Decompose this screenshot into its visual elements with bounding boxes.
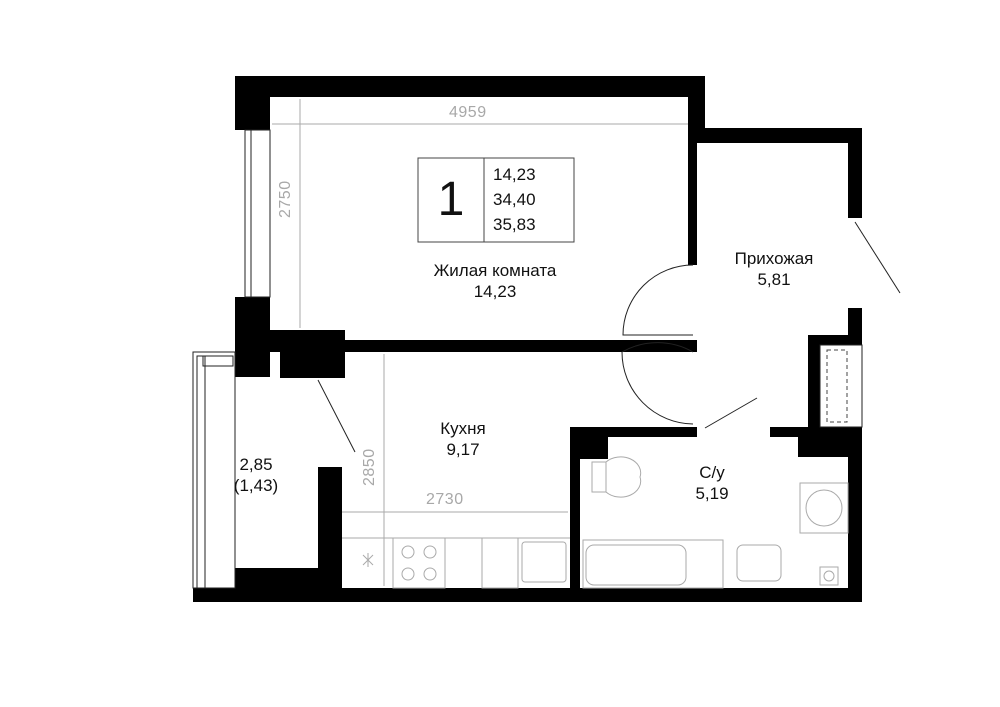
walls — [193, 76, 862, 602]
living-area-value: 14,23 — [493, 165, 536, 184]
kitchen-fixtures — [342, 537, 570, 589]
room-label-hallway: Прихожая 5,81 — [734, 249, 814, 289]
dimension-kitchen-depth: 2850 — [361, 448, 378, 486]
doors — [317, 221, 901, 453]
room-label-living: Жилая комната 14,23 — [433, 261, 557, 301]
room-count: 1 — [437, 173, 465, 226]
room-label-kitchen: Кухня 9,17 — [440, 419, 486, 459]
dimension-kitchen-width: 2730 — [426, 491, 464, 508]
dimension-living-width: 4959 — [449, 104, 487, 121]
summary-box — [417, 157, 575, 243]
room-label-bathroom: С/у 5,19 — [695, 463, 729, 503]
total-area-value: 34,40 — [493, 190, 536, 209]
dimension-living-depth: 2750 — [277, 180, 294, 218]
closet — [819, 344, 863, 428]
room-label-balcony: 2,85 (1,43) — [233, 455, 279, 495]
dimension-lines — [272, 99, 688, 586]
balcony-area-total-value: 35,83 — [493, 215, 536, 234]
balcony — [192, 351, 236, 589]
bathroom-fixtures — [582, 456, 849, 589]
window-living — [244, 129, 271, 298]
